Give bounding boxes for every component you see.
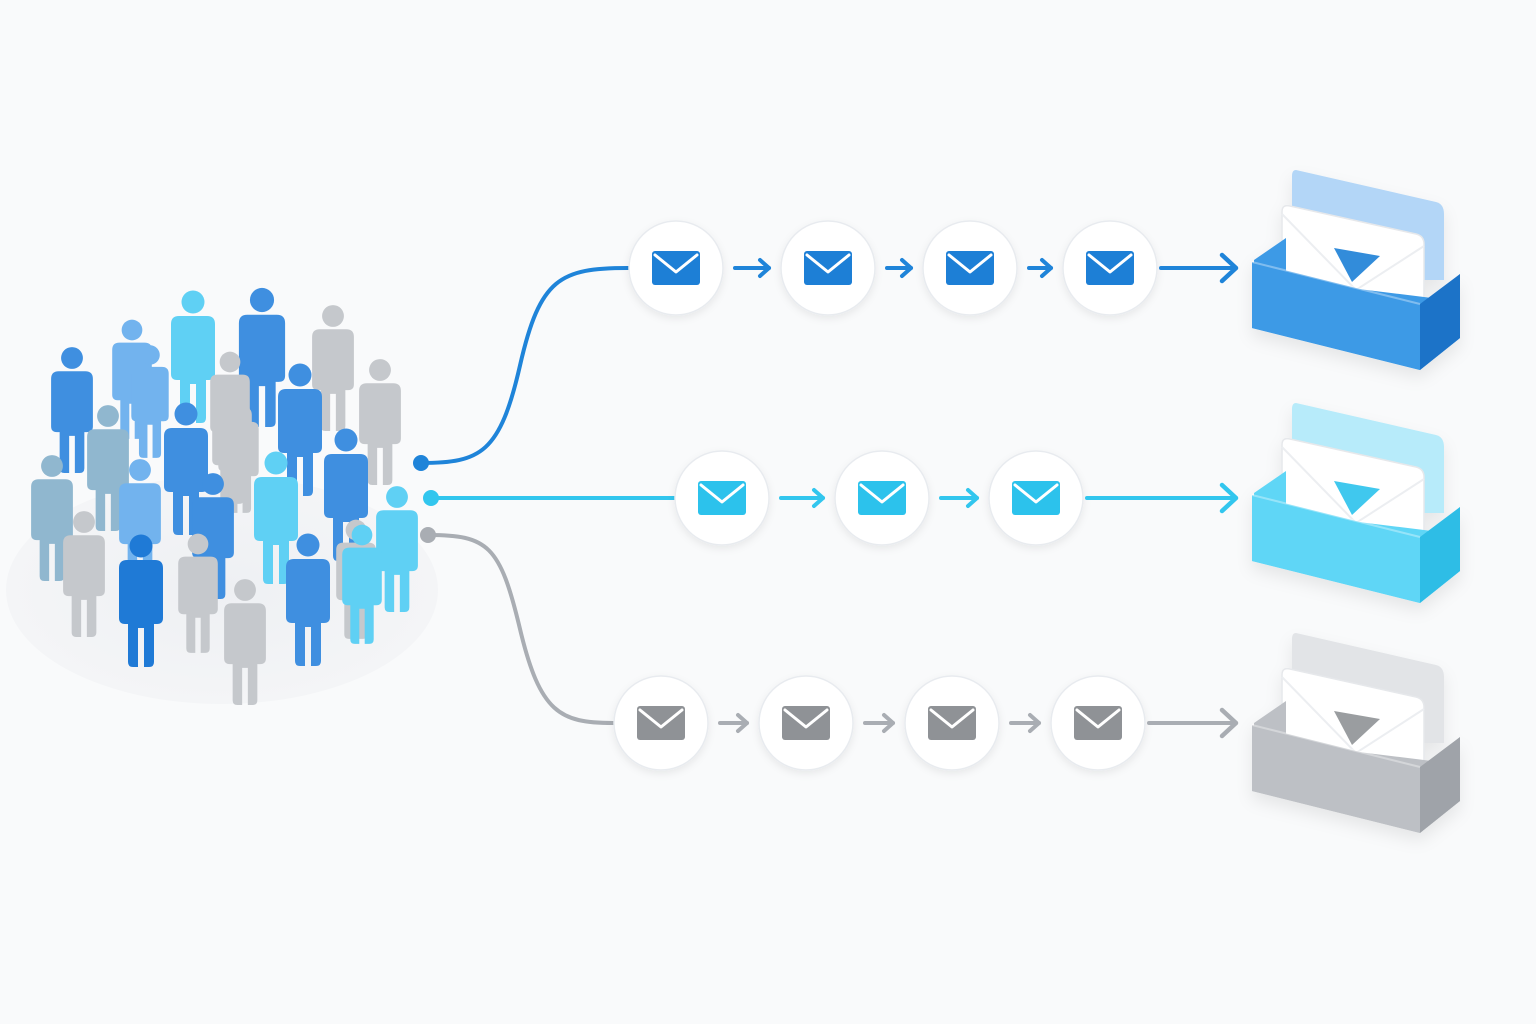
email-step-node: [988, 450, 1084, 546]
envelope-icon: [804, 251, 852, 285]
person-icon: [119, 534, 163, 667]
email-step-node: [628, 220, 724, 316]
envelope-icon: [946, 251, 994, 285]
connector-origin-dot: [420, 527, 436, 543]
person-icon: [31, 455, 73, 581]
connector-line: [419, 266, 630, 465]
person-icon: [286, 533, 330, 666]
person-icon: [63, 511, 105, 637]
email-step-node: [780, 220, 876, 316]
person-icon: [171, 290, 215, 423]
envelope-icon: [637, 706, 685, 740]
connector-origin-dot: [423, 490, 439, 506]
person-icon: [342, 524, 382, 644]
step-arrow-icon: [1027, 258, 1053, 278]
step-arrow-icon: [733, 258, 771, 278]
email-step-node: [758, 675, 854, 771]
person-icon: [278, 363, 322, 496]
step-arrow-icon: [939, 488, 979, 508]
email-step-node: [922, 220, 1018, 316]
email-sequence-1: [628, 170, 1460, 370]
person-icon: [221, 400, 259, 513]
email-step-node: [674, 450, 770, 546]
final-arrow-icon: [1085, 482, 1239, 514]
email-step-node: [1050, 675, 1146, 771]
email-step-node: [834, 450, 930, 546]
envelope-icon: [698, 481, 746, 515]
final-arrow-icon: [1147, 707, 1239, 739]
person-icon: [254, 451, 298, 584]
step-arrow-icon: [779, 488, 825, 508]
final-arrow-icon: [1159, 252, 1239, 284]
envelope-icon: [782, 706, 830, 740]
person-icon: [312, 305, 354, 431]
email-sequence-3: [613, 633, 1460, 833]
step-arrow-icon: [718, 713, 749, 733]
person-icon: [376, 486, 418, 612]
envelope-icon: [1086, 251, 1134, 285]
person-icon: [224, 579, 266, 705]
envelope-icon: [652, 251, 700, 285]
audience-crowd: [6, 287, 438, 705]
envelope-icon: [1012, 481, 1060, 515]
person-icon: [131, 345, 169, 458]
email-step-node: [613, 675, 709, 771]
inbox-tray-icon: [1251, 170, 1460, 370]
inbox-tray-icon: [1251, 403, 1460, 603]
step-arrow-icon: [863, 713, 895, 733]
inbox-tray-icon: [1251, 633, 1460, 833]
connector-line: [426, 533, 615, 725]
email-sequence-2: [674, 403, 1460, 603]
step-arrow-icon: [885, 258, 913, 278]
person-icon: [51, 347, 93, 473]
segment-connectors: [413, 266, 676, 725]
person-icon: [87, 405, 129, 531]
envelope-icon: [858, 481, 906, 515]
connector-origin-dot: [413, 455, 429, 471]
email-step-node: [1062, 220, 1158, 316]
email-step-node: [904, 675, 1000, 771]
envelope-icon: [1074, 706, 1122, 740]
person-icon: [119, 459, 161, 585]
envelope-icon: [928, 706, 976, 740]
person-icon: [238, 287, 286, 428]
person-icon: [359, 359, 401, 485]
step-arrow-icon: [1009, 713, 1041, 733]
person-icon: [178, 533, 218, 653]
